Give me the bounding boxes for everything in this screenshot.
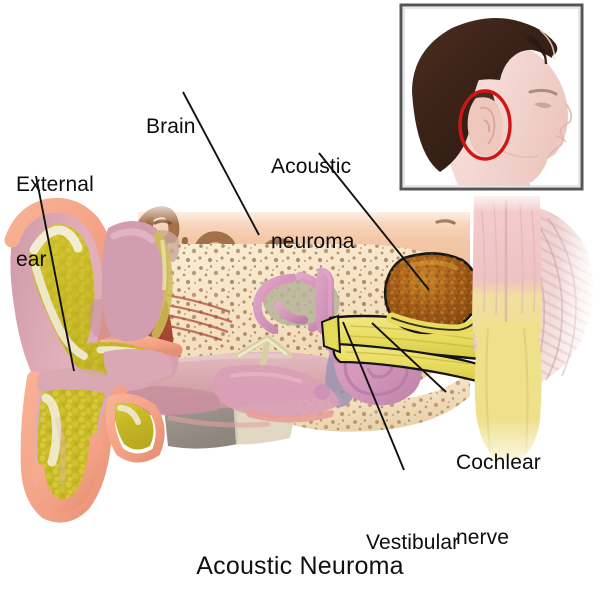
label-external-ear-line1: External bbox=[16, 173, 94, 196]
label-cochlear-nerve-line1: Cochlear bbox=[456, 451, 541, 474]
label-acoustic-neuroma: Acoustic neuroma bbox=[271, 104, 355, 304]
external-ear-pinna bbox=[4, 197, 183, 523]
head-profile-inset bbox=[399, 3, 584, 191]
highlight-circle bbox=[458, 89, 512, 161]
acoustic-neuroma-tumor bbox=[383, 252, 484, 336]
label-external-ear: External ear bbox=[16, 122, 94, 322]
label-vestibular-nerve: Vestibular nerve bbox=[366, 480, 459, 600]
leader-vestibular-nerve bbox=[342, 321, 405, 471]
leader-external-ear bbox=[35, 175, 75, 372]
figure-caption: Acoustic Neuroma bbox=[196, 552, 404, 580]
leader-acoustic-neuroma bbox=[318, 152, 430, 291]
label-acoustic-neuroma-line1: Acoustic bbox=[271, 155, 352, 178]
leader-cochlear-nerve bbox=[371, 322, 447, 393]
label-vestibular-nerve-line1: Vestibular bbox=[366, 531, 460, 554]
label-brain-line1: Brain bbox=[146, 115, 196, 138]
leader-lines bbox=[35, 91, 447, 471]
leader-brain bbox=[182, 91, 260, 236]
label-cochlear-nerve-line2: nerve bbox=[456, 526, 510, 549]
brainstem-cerebellum bbox=[462, 190, 600, 474]
label-external-ear-line2: ear bbox=[16, 248, 47, 271]
label-brain: Brain bbox=[146, 64, 196, 189]
ear bbox=[467, 97, 503, 157]
label-acoustic-neuroma-line2: neuroma bbox=[271, 230, 355, 253]
eustachian-tube bbox=[117, 385, 220, 416]
label-cochlear-nerve: Cochlear nerve bbox=[456, 400, 541, 600]
